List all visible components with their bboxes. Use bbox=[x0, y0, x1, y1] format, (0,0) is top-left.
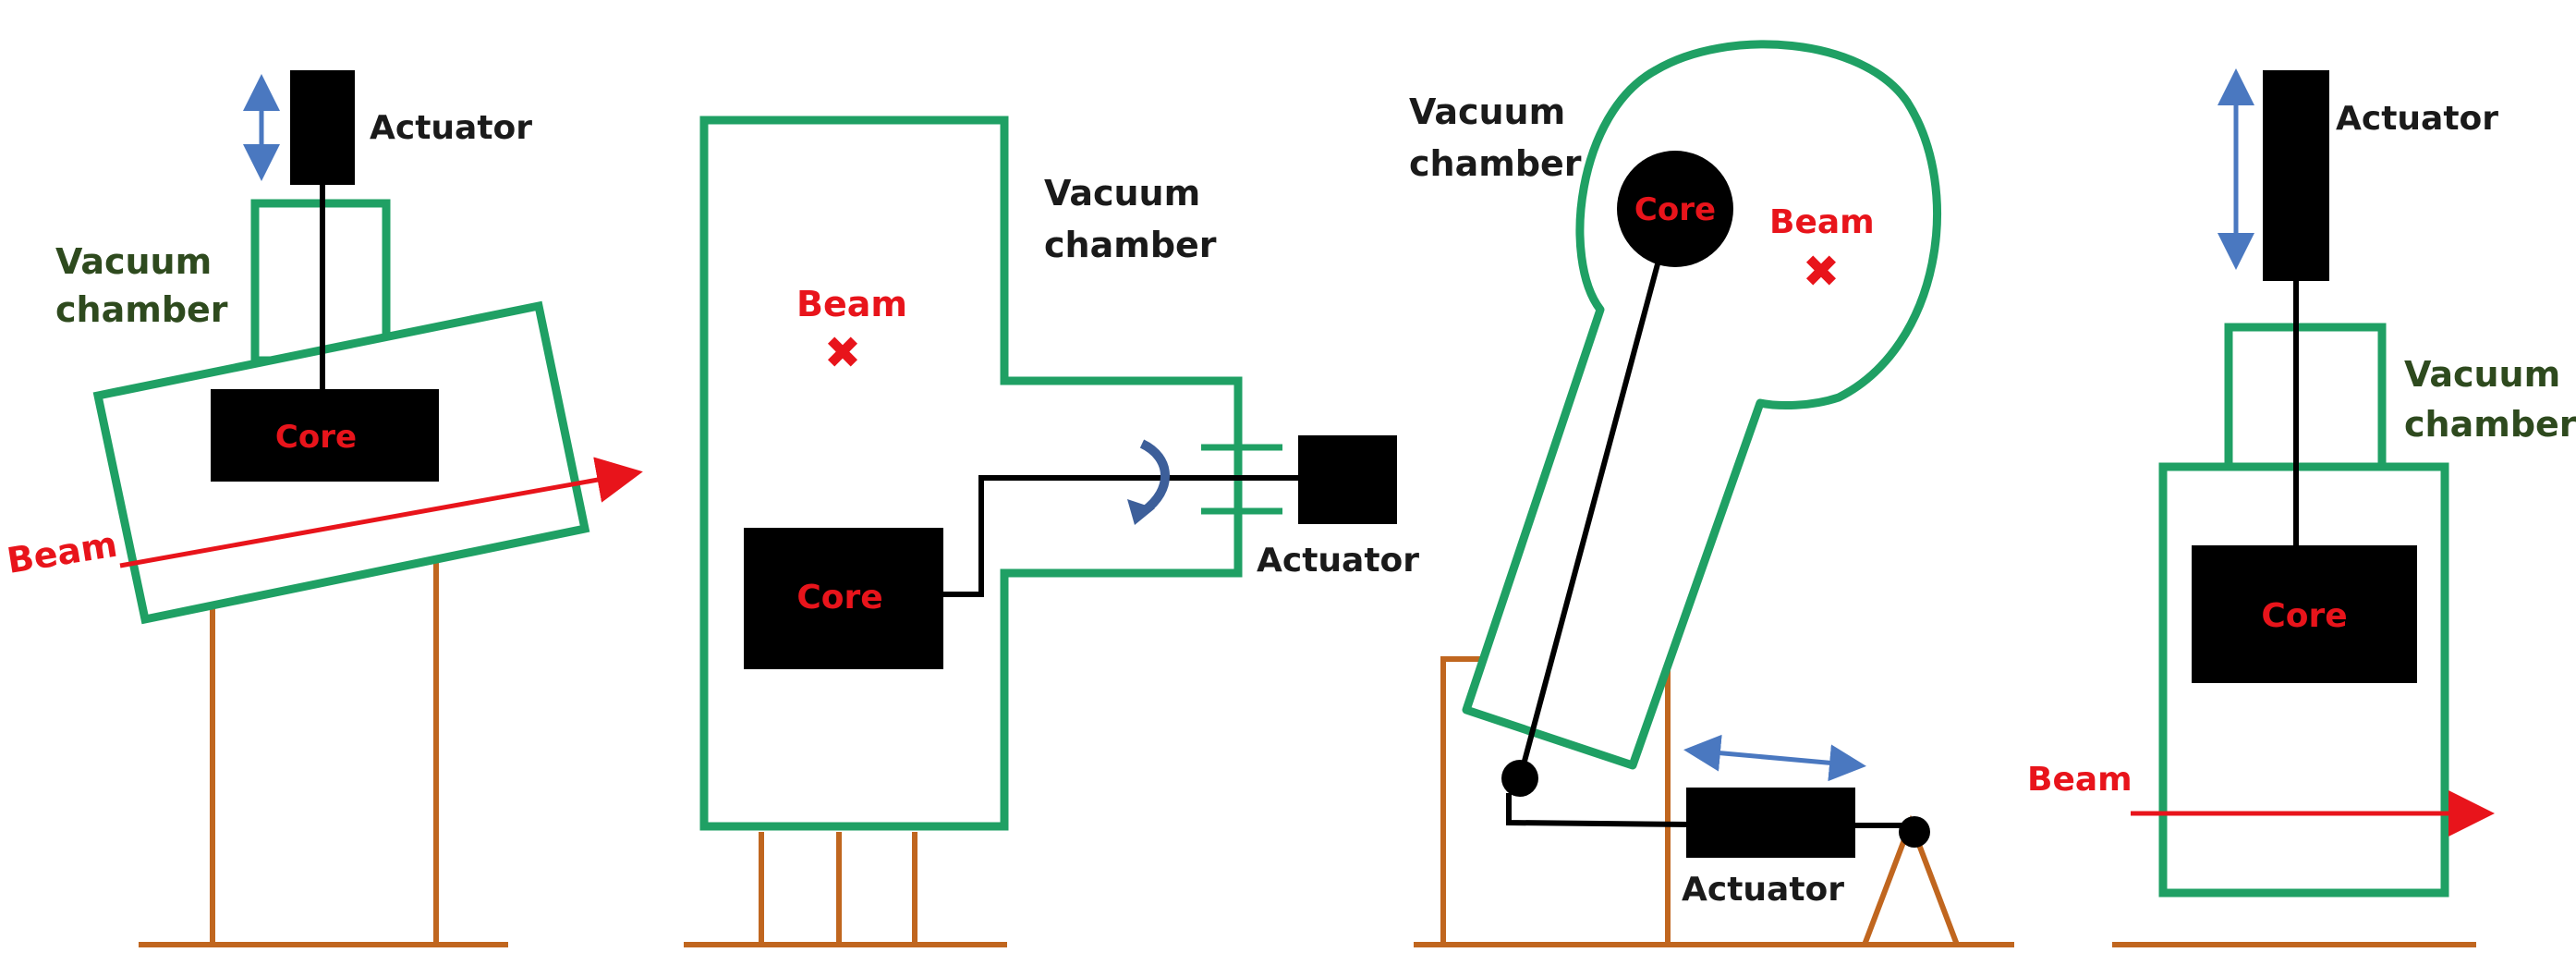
panel-2-actuator-label: Actuator bbox=[1257, 542, 1419, 580]
panel-3-core-label: Core bbox=[1634, 191, 1716, 228]
panel-1-actuator-label: Actuator bbox=[370, 109, 532, 147]
panel-4-actuator-label: Actuator bbox=[2336, 100, 2498, 138]
panel-3-chamber-label-line1: Vacuum bbox=[1409, 92, 1565, 132]
panel-2-beam-label: Beam bbox=[796, 284, 907, 324]
panel-2-core-label: Core bbox=[796, 579, 882, 617]
panel-2-rotation-arrow-head bbox=[1127, 499, 1155, 525]
panel-1-tilted-chamber: Core Beam Actuator Vacuum chamber bbox=[5, 70, 643, 947]
panel-2-core bbox=[744, 528, 943, 669]
panel-2-support-stand bbox=[684, 832, 1007, 947]
panel-3-chamber-label-line2: chamber bbox=[1409, 143, 1582, 184]
panel-2-chamber-label-line1: Vacuum bbox=[1044, 173, 1200, 214]
panel-3-actuator-pivot bbox=[1899, 816, 1930, 848]
panel-2-rotation-arrow bbox=[1139, 439, 1170, 516]
panel-3-beam-label: Beam bbox=[1769, 203, 1875, 241]
panel-1-chamber-label-line2: chamber bbox=[55, 289, 228, 330]
panel-2-shaft bbox=[943, 475, 1298, 597]
panel-3-core bbox=[1617, 151, 1733, 267]
panel-2-actuator-block bbox=[1298, 435, 1397, 524]
panel-3-actuator-label: Actuator bbox=[1682, 871, 1844, 909]
panel-3-motion-arrow bbox=[1683, 734, 1866, 782]
panel-3-actuator-block bbox=[1686, 788, 1855, 858]
panel-4-chamber-label-line1: Vacuum bbox=[2404, 354, 2560, 395]
panel-3-pendulum-rod bbox=[1517, 260, 1661, 779]
panel-4-actuator-block bbox=[2263, 70, 2329, 281]
panel-1-core bbox=[211, 389, 439, 482]
panel-1-actuator-block bbox=[290, 70, 355, 185]
panel-2-chamber-label-line2: chamber bbox=[1044, 225, 1217, 265]
panel-3-chamber-body bbox=[1462, 40, 1941, 770]
panel-1-core-label: Core bbox=[275, 419, 357, 456]
panel-1-chamber-label-line1: Vacuum bbox=[55, 241, 212, 282]
panel-2-beam-marker: ✖ bbox=[824, 327, 861, 379]
panel-1-beam-arrow bbox=[119, 457, 643, 568]
panel-4-chamber-neck bbox=[2224, 323, 2387, 472]
panel-3-linkage bbox=[1506, 793, 1692, 827]
panel-2-chamber-body bbox=[699, 116, 1243, 831]
panel-3-pendulum-chamber: Core Beam ✖ Vacuum chamber Actuator bbox=[1409, 40, 2014, 947]
panel-4-core bbox=[2192, 545, 2417, 683]
panel-4-beam-label: Beam bbox=[2027, 761, 2132, 799]
panel-2-flange bbox=[1201, 444, 1282, 515]
panel-2-rotary-chamber: Core Beam ✖ Vacuum chamber Actuator bbox=[684, 116, 1419, 947]
panel-1-support-stand bbox=[139, 555, 508, 947]
panel-3-beam-marker: ✖ bbox=[1803, 246, 1840, 298]
panel-4-chamber-label-line2: chamber bbox=[2404, 404, 2576, 445]
panel-4-vertical-chamber: Core Beam Actuator Vacuum chamber bbox=[2027, 68, 2576, 947]
panel-1-beam-label: Beam bbox=[5, 524, 120, 581]
panel-4-core-label: Core bbox=[2261, 597, 2347, 635]
panel-3-pivot-joint bbox=[1501, 760, 1538, 797]
